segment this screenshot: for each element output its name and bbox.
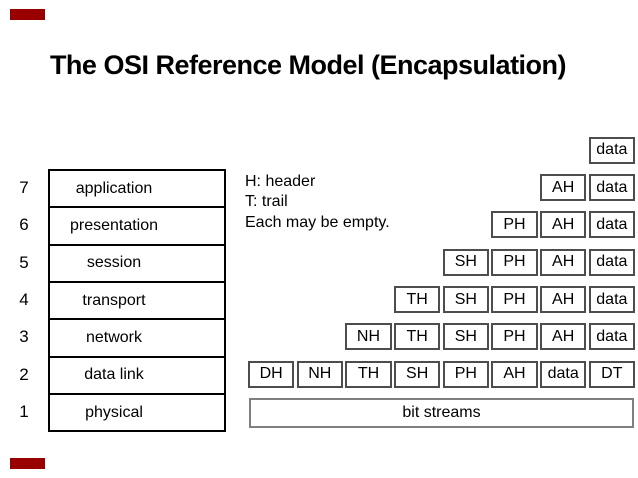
encap-box-data: data bbox=[588, 174, 635, 202]
layer-number-4: 4 bbox=[19, 289, 29, 309]
slide-title: The OSI Reference Model (Encapsulation) bbox=[49, 50, 567, 80]
layer-label: application bbox=[75, 179, 153, 197]
layer-box-data-link: data link bbox=[48, 355, 226, 395]
encap-box-label: SH bbox=[454, 290, 477, 308]
encap-box-TH: TH bbox=[394, 323, 441, 351]
bit-streams-box: bit streams bbox=[249, 398, 634, 428]
encap-box-TH: TH bbox=[345, 360, 392, 388]
layer-number-5: 5 bbox=[19, 252, 29, 272]
encap-box-label: TH bbox=[406, 290, 428, 308]
encap-box-SH: SH bbox=[394, 360, 441, 388]
encap-box-label: data bbox=[596, 141, 628, 159]
encap-box-label: PH bbox=[503, 215, 526, 233]
encap-box-SH: SH bbox=[442, 248, 489, 276]
layer-box-application: application bbox=[48, 169, 226, 209]
encap-box-data: data bbox=[588, 323, 635, 351]
layer-number-2: 2 bbox=[19, 364, 29, 384]
encap-box-label: data bbox=[596, 253, 628, 271]
encap-box-label: PH bbox=[503, 327, 526, 345]
layer-label: presentation bbox=[69, 216, 159, 234]
encap-box-label: AH bbox=[552, 253, 575, 271]
layer-number-3: 3 bbox=[19, 327, 29, 347]
encap-box-label: data bbox=[547, 365, 579, 383]
encap-box-SH: SH bbox=[442, 323, 489, 351]
encap-box-data: data bbox=[588, 136, 635, 164]
encap-box-label: SH bbox=[406, 365, 429, 383]
layer-number-1: 1 bbox=[19, 401, 29, 421]
bit-streams-label: bit streams bbox=[402, 404, 481, 421]
layer-box-transport: transport bbox=[48, 280, 226, 321]
encap-box-label: PH bbox=[503, 253, 526, 271]
legend-line-3: Each may be empty. bbox=[245, 213, 390, 231]
encap-box-PH: PH bbox=[491, 286, 538, 314]
encap-box-label: TH bbox=[357, 365, 380, 383]
encap-box-label: TH bbox=[406, 327, 428, 345]
encap-box-PH: PH bbox=[491, 248, 538, 276]
encap-box-label: PH bbox=[503, 290, 526, 308]
encap-box-label: AH bbox=[552, 290, 575, 308]
accent-bar-top bbox=[10, 9, 45, 20]
encap-box-label: AH bbox=[552, 327, 575, 345]
encap-box-label: AH bbox=[552, 215, 575, 233]
encap-box-data: data bbox=[588, 211, 635, 239]
encap-box-label: NH bbox=[356, 327, 381, 345]
layer-number-6: 6 bbox=[19, 215, 29, 235]
encap-box-label: SH bbox=[454, 327, 477, 345]
encap-box-data: data bbox=[588, 286, 635, 314]
encap-box-AH: AH bbox=[540, 174, 587, 202]
layer-box-session: session bbox=[48, 243, 226, 283]
encap-box-TH: TH bbox=[394, 286, 441, 314]
encap-box-data: data bbox=[540, 360, 587, 388]
layer-label: data link bbox=[84, 366, 144, 384]
layer-number-7: 7 bbox=[19, 178, 29, 197]
encap-box-PH: PH bbox=[491, 323, 538, 351]
legend-line-2: T: trail bbox=[245, 193, 288, 211]
encap-box-label: data bbox=[596, 327, 628, 345]
encap-box-label: data bbox=[596, 178, 628, 196]
encap-box-label: DH bbox=[259, 365, 283, 383]
encap-box-DT: DT bbox=[588, 360, 635, 388]
accent-bar-bottom bbox=[10, 458, 45, 469]
legend-line-1: H: header bbox=[245, 173, 316, 190]
encap-box-label: NH bbox=[308, 365, 332, 383]
encap-box-label: data bbox=[596, 290, 628, 308]
encap-box-PH: PH bbox=[442, 360, 489, 388]
encap-box-DH: DH bbox=[248, 360, 295, 388]
layer-box-network: network bbox=[48, 318, 226, 358]
encap-box-AH: AH bbox=[540, 323, 587, 351]
encap-box-label: AH bbox=[552, 178, 575, 196]
encap-box-label: SH bbox=[454, 253, 477, 271]
encap-box-label: data bbox=[596, 215, 628, 233]
layer-box-presentation: presentation bbox=[48, 206, 226, 246]
encap-box-label: AH bbox=[503, 365, 526, 383]
layer-label: session bbox=[86, 254, 142, 272]
encap-box-NH: NH bbox=[345, 323, 392, 351]
layer-label: network bbox=[85, 328, 143, 346]
layer-label: transport bbox=[82, 291, 146, 309]
encap-box-SH: SH bbox=[442, 286, 489, 314]
encap-box-AH: AH bbox=[491, 360, 538, 388]
encap-box-data: data bbox=[588, 248, 635, 276]
encap-box-label: DT bbox=[601, 365, 623, 383]
encap-box-AH: AH bbox=[540, 248, 587, 276]
encap-box-AH: AH bbox=[540, 286, 587, 314]
encap-box-label: PH bbox=[454, 365, 477, 383]
layer-label: physical bbox=[85, 403, 143, 421]
encap-box-PH: PH bbox=[491, 211, 538, 239]
layer-box-physical: physical bbox=[48, 392, 226, 433]
encap-box-NH: NH bbox=[296, 360, 343, 388]
encap-box-AH: AH bbox=[540, 211, 587, 239]
